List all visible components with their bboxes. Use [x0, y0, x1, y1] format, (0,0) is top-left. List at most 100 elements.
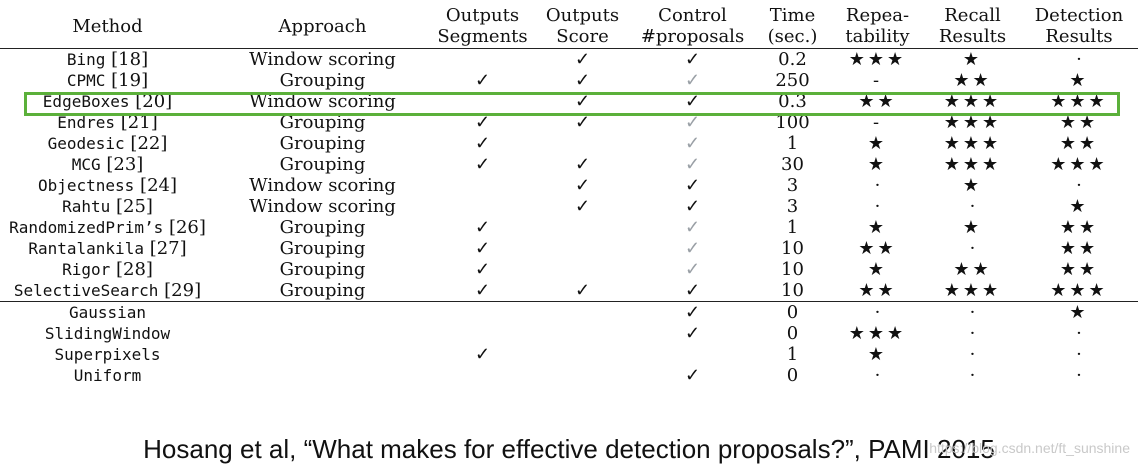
control-cell: ✓ [684, 217, 701, 238]
detection-cell: ★★ [1059, 133, 1099, 154]
table-row: Objectness [24]Window scoring✓✓3·★· [0, 175, 1138, 196]
control-cell: ✓ [684, 70, 701, 91]
method-cell: MCG [23] [0, 154, 215, 175]
method-name: Uniform [73, 366, 142, 385]
approach-cell [215, 365, 430, 386]
time-cell: 1 [786, 133, 799, 154]
table-row: Endres [21]Grouping✓✓✓100-★★★★★ [0, 112, 1138, 133]
seg-cell [430, 196, 535, 217]
method-cell: RandomizedPrim’s [26] [0, 217, 215, 238]
repeat-cell: · [874, 365, 881, 386]
score-cell: ✓ [574, 49, 591, 70]
table-row: CPMC [19]Grouping✓✓✓250-★★★ [0, 70, 1138, 91]
method-cell: Rigor [28] [0, 259, 215, 280]
method-cell: Gaussian [0, 302, 215, 324]
column-header: Control#proposals [630, 4, 755, 49]
score-cell: ✓ [574, 280, 591, 301]
method-cell: Objectness [24] [0, 175, 215, 196]
score-cell [535, 217, 630, 238]
method-name: Objectness [37, 176, 135, 195]
table-row: Geodesic [22]Grouping✓✓1★★★★★★ [0, 133, 1138, 154]
column-header-line2: (sec.) [767, 26, 818, 47]
seg-cell: ✓ [474, 344, 491, 365]
score-cell [535, 259, 630, 280]
repeat-cell: · [874, 302, 881, 323]
time-cell: 3 [786, 175, 799, 196]
control-cell: ✓ [684, 133, 701, 154]
time-cell: 0 [786, 323, 799, 344]
method-ref: [28] [115, 259, 153, 280]
method-cell: Endres [21] [0, 112, 215, 133]
citation: Hosang et al, “What makes for effective … [143, 434, 995, 464]
method-ref: [20] [135, 91, 173, 112]
seg-cell [430, 175, 535, 196]
repeat-cell: ★ [867, 154, 888, 175]
control-cell: ✓ [684, 323, 701, 344]
seg-cell [430, 323, 535, 344]
approach-cell: Window scoring [249, 49, 396, 70]
method-ref: [21] [120, 112, 158, 133]
approach-cell: Window scoring [249, 175, 396, 196]
time-cell: 0 [786, 365, 799, 386]
column-header-line1: Repea- [845, 5, 910, 26]
detection-cell: · [1076, 365, 1082, 386]
detection-cell: ★★★ [1050, 280, 1108, 301]
column-header-line1: Detection [1034, 5, 1124, 26]
score-cell [535, 323, 630, 344]
approach-cell: Window scoring [249, 196, 396, 217]
detection-cell: ★★ [1059, 238, 1099, 259]
repeat-cell: ★★★ [848, 323, 907, 344]
method-name: Gaussian [68, 303, 147, 322]
score-cell [535, 302, 630, 324]
method-cell: Superpixels [0, 344, 215, 365]
method-ref: [23] [106, 154, 144, 175]
time-cell: 0 [786, 302, 799, 323]
column-header: Method [0, 4, 215, 49]
seg-cell [430, 49, 535, 71]
method-name: EdgeBoxes [42, 92, 130, 111]
control-cell: ✓ [684, 175, 701, 196]
method-ref: [24] [140, 175, 177, 196]
method-name: Geodesic [47, 134, 125, 153]
column-header-line2: Score [556, 26, 609, 47]
column-header: Approach [215, 4, 430, 49]
control-cell: ✓ [684, 154, 701, 175]
recall-cell: ★★ [953, 70, 992, 91]
time-cell: 1 [786, 217, 799, 238]
method-cell: Rantalankila [27] [0, 238, 215, 259]
table-row: MCG [23]Grouping✓✓✓30★★★★★★★ [0, 154, 1138, 175]
control-cell: ✓ [684, 238, 701, 259]
method-cell: Geodesic [22] [0, 133, 215, 154]
seg-cell: ✓ [474, 112, 491, 133]
control-cell: ✓ [684, 196, 701, 217]
detection-cell: ★ [1069, 70, 1089, 91]
seg-cell [430, 365, 535, 386]
method-ref: [19] [111, 70, 149, 91]
approach-cell: Grouping [279, 238, 366, 259]
column-header: Time(sec.) [755, 4, 830, 49]
time-cell: 0.2 [778, 49, 807, 70]
method-cell: Uniform [0, 365, 215, 386]
score-cell: ✓ [574, 196, 591, 217]
table-row: SelectiveSearch [29]Grouping✓✓✓10★★★★★★★… [0, 280, 1138, 302]
control-cell: ✓ [684, 280, 701, 301]
repeat-cell: · [874, 175, 881, 196]
method-cell: SelectiveSearch [29] [0, 280, 215, 302]
time-cell: 100 [775, 112, 810, 133]
recall-cell: ★★★ [943, 154, 1002, 175]
method-name: Rigor [62, 260, 111, 279]
method-name: Endres [57, 113, 116, 132]
detection-cell: · [1076, 344, 1082, 365]
detection-cell: ★★ [1059, 259, 1099, 280]
method-cell: Bing [18] [0, 49, 215, 70]
time-cell: 3 [786, 196, 799, 217]
table-row: Uniform✓0··· [0, 365, 1138, 386]
recall-cell: · [969, 302, 976, 323]
column-header-line1: Time [769, 5, 816, 26]
column-header-line1: Control [658, 5, 727, 26]
approach-cell: Grouping [279, 280, 366, 301]
repeat-cell: ★ [867, 344, 888, 365]
time-cell: 1 [786, 344, 799, 365]
table-row: Bing [18]Window scoring✓✓0.2★★★★· [0, 49, 1138, 71]
